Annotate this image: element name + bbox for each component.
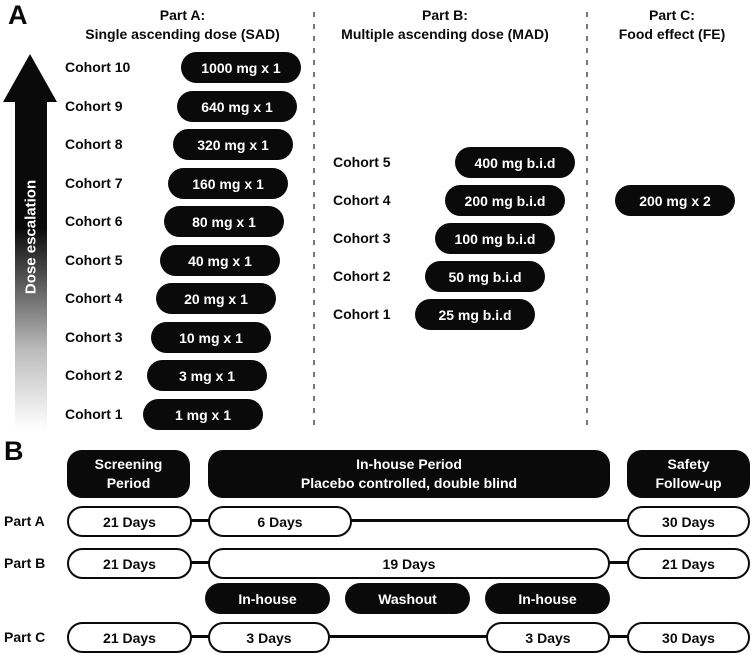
dose-pill: 640 mg x 1 <box>177 91 297 122</box>
header-inhouse-line2: Placebo controlled, double blind <box>300 475 518 491</box>
phase-pill-washout: Washout <box>345 583 470 614</box>
cohort-label: Cohort 2 <box>333 268 391 284</box>
duration-pill: 21 Days <box>67 548 192 579</box>
divider-part-b-c <box>586 12 588 432</box>
duration-pill: 21 Days <box>67 506 192 537</box>
header-inhouse-line1: In-house Period <box>356 456 462 472</box>
dose-pill: 100 mg b.i.d <box>435 223 555 254</box>
cohort-label: Cohort 4 <box>65 290 123 306</box>
cohort-label: Cohort 2 <box>65 367 123 383</box>
header-screening-line2: Period <box>106 475 151 491</box>
row-label-part-b: Part B <box>4 555 46 571</box>
connector-line <box>605 561 633 564</box>
dose-pill: 25 mg b.i.d <box>415 299 535 330</box>
dose-pill: 400 mg b.i.d <box>455 147 575 178</box>
part-a-title: Part A: Single ascending dose (SAD) <box>60 6 305 44</box>
dose-pill: 80 mg x 1 <box>164 206 284 237</box>
connector-line <box>345 519 635 522</box>
dose-pill: 160 mg x 1 <box>168 168 288 199</box>
duration-pill: 3 Days <box>486 622 610 653</box>
duration-pill: 21 Days <box>67 622 192 653</box>
part-c-title-line2: Food effect (FE) <box>618 26 726 42</box>
dose-pill: 200 mg x 2 <box>615 185 735 216</box>
part-c-title: Part C: Food effect (FE) <box>597 6 747 44</box>
dose-pill: 1 mg x 1 <box>143 399 263 430</box>
phase-pill-inhouse-1: In-house <box>205 583 330 614</box>
header-screening-period: Screening Period <box>67 450 190 498</box>
part-b-title: Part B: Multiple ascending dose (MAD) <box>330 6 560 44</box>
cohort-label: Cohort 10 <box>65 59 131 75</box>
header-safety-line2: Follow-up <box>655 475 722 491</box>
phase-pill-inhouse-2: In-house <box>485 583 610 614</box>
dose-pill: 40 mg x 1 <box>160 245 280 276</box>
duration-pill: 19 Days <box>208 548 610 579</box>
duration-pill: 30 Days <box>627 506 750 537</box>
cohort-label: Cohort 9 <box>65 98 123 114</box>
cohort-label: Cohort 3 <box>65 329 123 345</box>
row-label-part-c: Part C <box>4 629 46 645</box>
header-inhouse-period: In-house Period Placebo controlled, doub… <box>208 450 610 498</box>
connector-line <box>188 519 212 522</box>
duration-pill: 6 Days <box>208 506 352 537</box>
part-b-title-line1: Part B: <box>422 7 468 23</box>
header-safety-followup: Safety Follow-up <box>627 450 750 498</box>
cohort-label: Cohort 1 <box>65 406 123 422</box>
cohort-label: Cohort 3 <box>333 230 391 246</box>
dose-pill: 320 mg x 1 <box>173 129 293 160</box>
duration-pill: 21 Days <box>627 548 750 579</box>
duration-pill: 3 Days <box>208 622 330 653</box>
panel-b-label: B <box>4 436 24 466</box>
dose-pill: 50 mg b.i.d <box>425 261 545 292</box>
dose-escalation-arrow-label: Dose escalation <box>22 179 40 295</box>
row-label-part-a: Part A <box>4 513 45 529</box>
cohort-label: Cohort 4 <box>333 192 391 208</box>
dose-pill: 3 mg x 1 <box>147 360 267 391</box>
cohort-label: Cohort 7 <box>65 175 123 191</box>
header-safety-line1: Safety <box>667 456 710 472</box>
part-a-title-line2: Single ascending dose (SAD) <box>85 26 280 42</box>
connector-line <box>188 561 212 564</box>
cohort-label: Cohort 5 <box>333 154 391 170</box>
dose-pill: 20 mg x 1 <box>156 283 276 314</box>
dose-pill: 10 mg x 1 <box>151 322 271 353</box>
part-a-title-line1: Part A: <box>159 7 206 23</box>
part-c-title-line1: Part C: <box>649 7 695 23</box>
dose-pill: 200 mg b.i.d <box>445 185 565 216</box>
part-b-title-line2: Multiple ascending dose (MAD) <box>341 26 549 42</box>
connector-line <box>605 635 633 638</box>
cohort-label: Cohort 1 <box>333 306 391 322</box>
connector-line <box>325 635 493 638</box>
cohort-label: Cohort 8 <box>65 136 123 152</box>
connector-line <box>188 635 212 638</box>
duration-pill: 30 Days <box>627 622 750 653</box>
dose-escalation-arrow-head <box>3 54 57 102</box>
header-screening-line1: Screening <box>94 456 163 472</box>
cohort-label: Cohort 6 <box>65 213 123 229</box>
divider-part-a-b <box>313 12 315 432</box>
dose-escalation-arrow-shaft <box>15 98 47 440</box>
cohort-label: Cohort 5 <box>65 252 123 268</box>
dose-pill: 1000 mg x 1 <box>181 52 301 83</box>
panel-a-label: A <box>8 0 28 30</box>
